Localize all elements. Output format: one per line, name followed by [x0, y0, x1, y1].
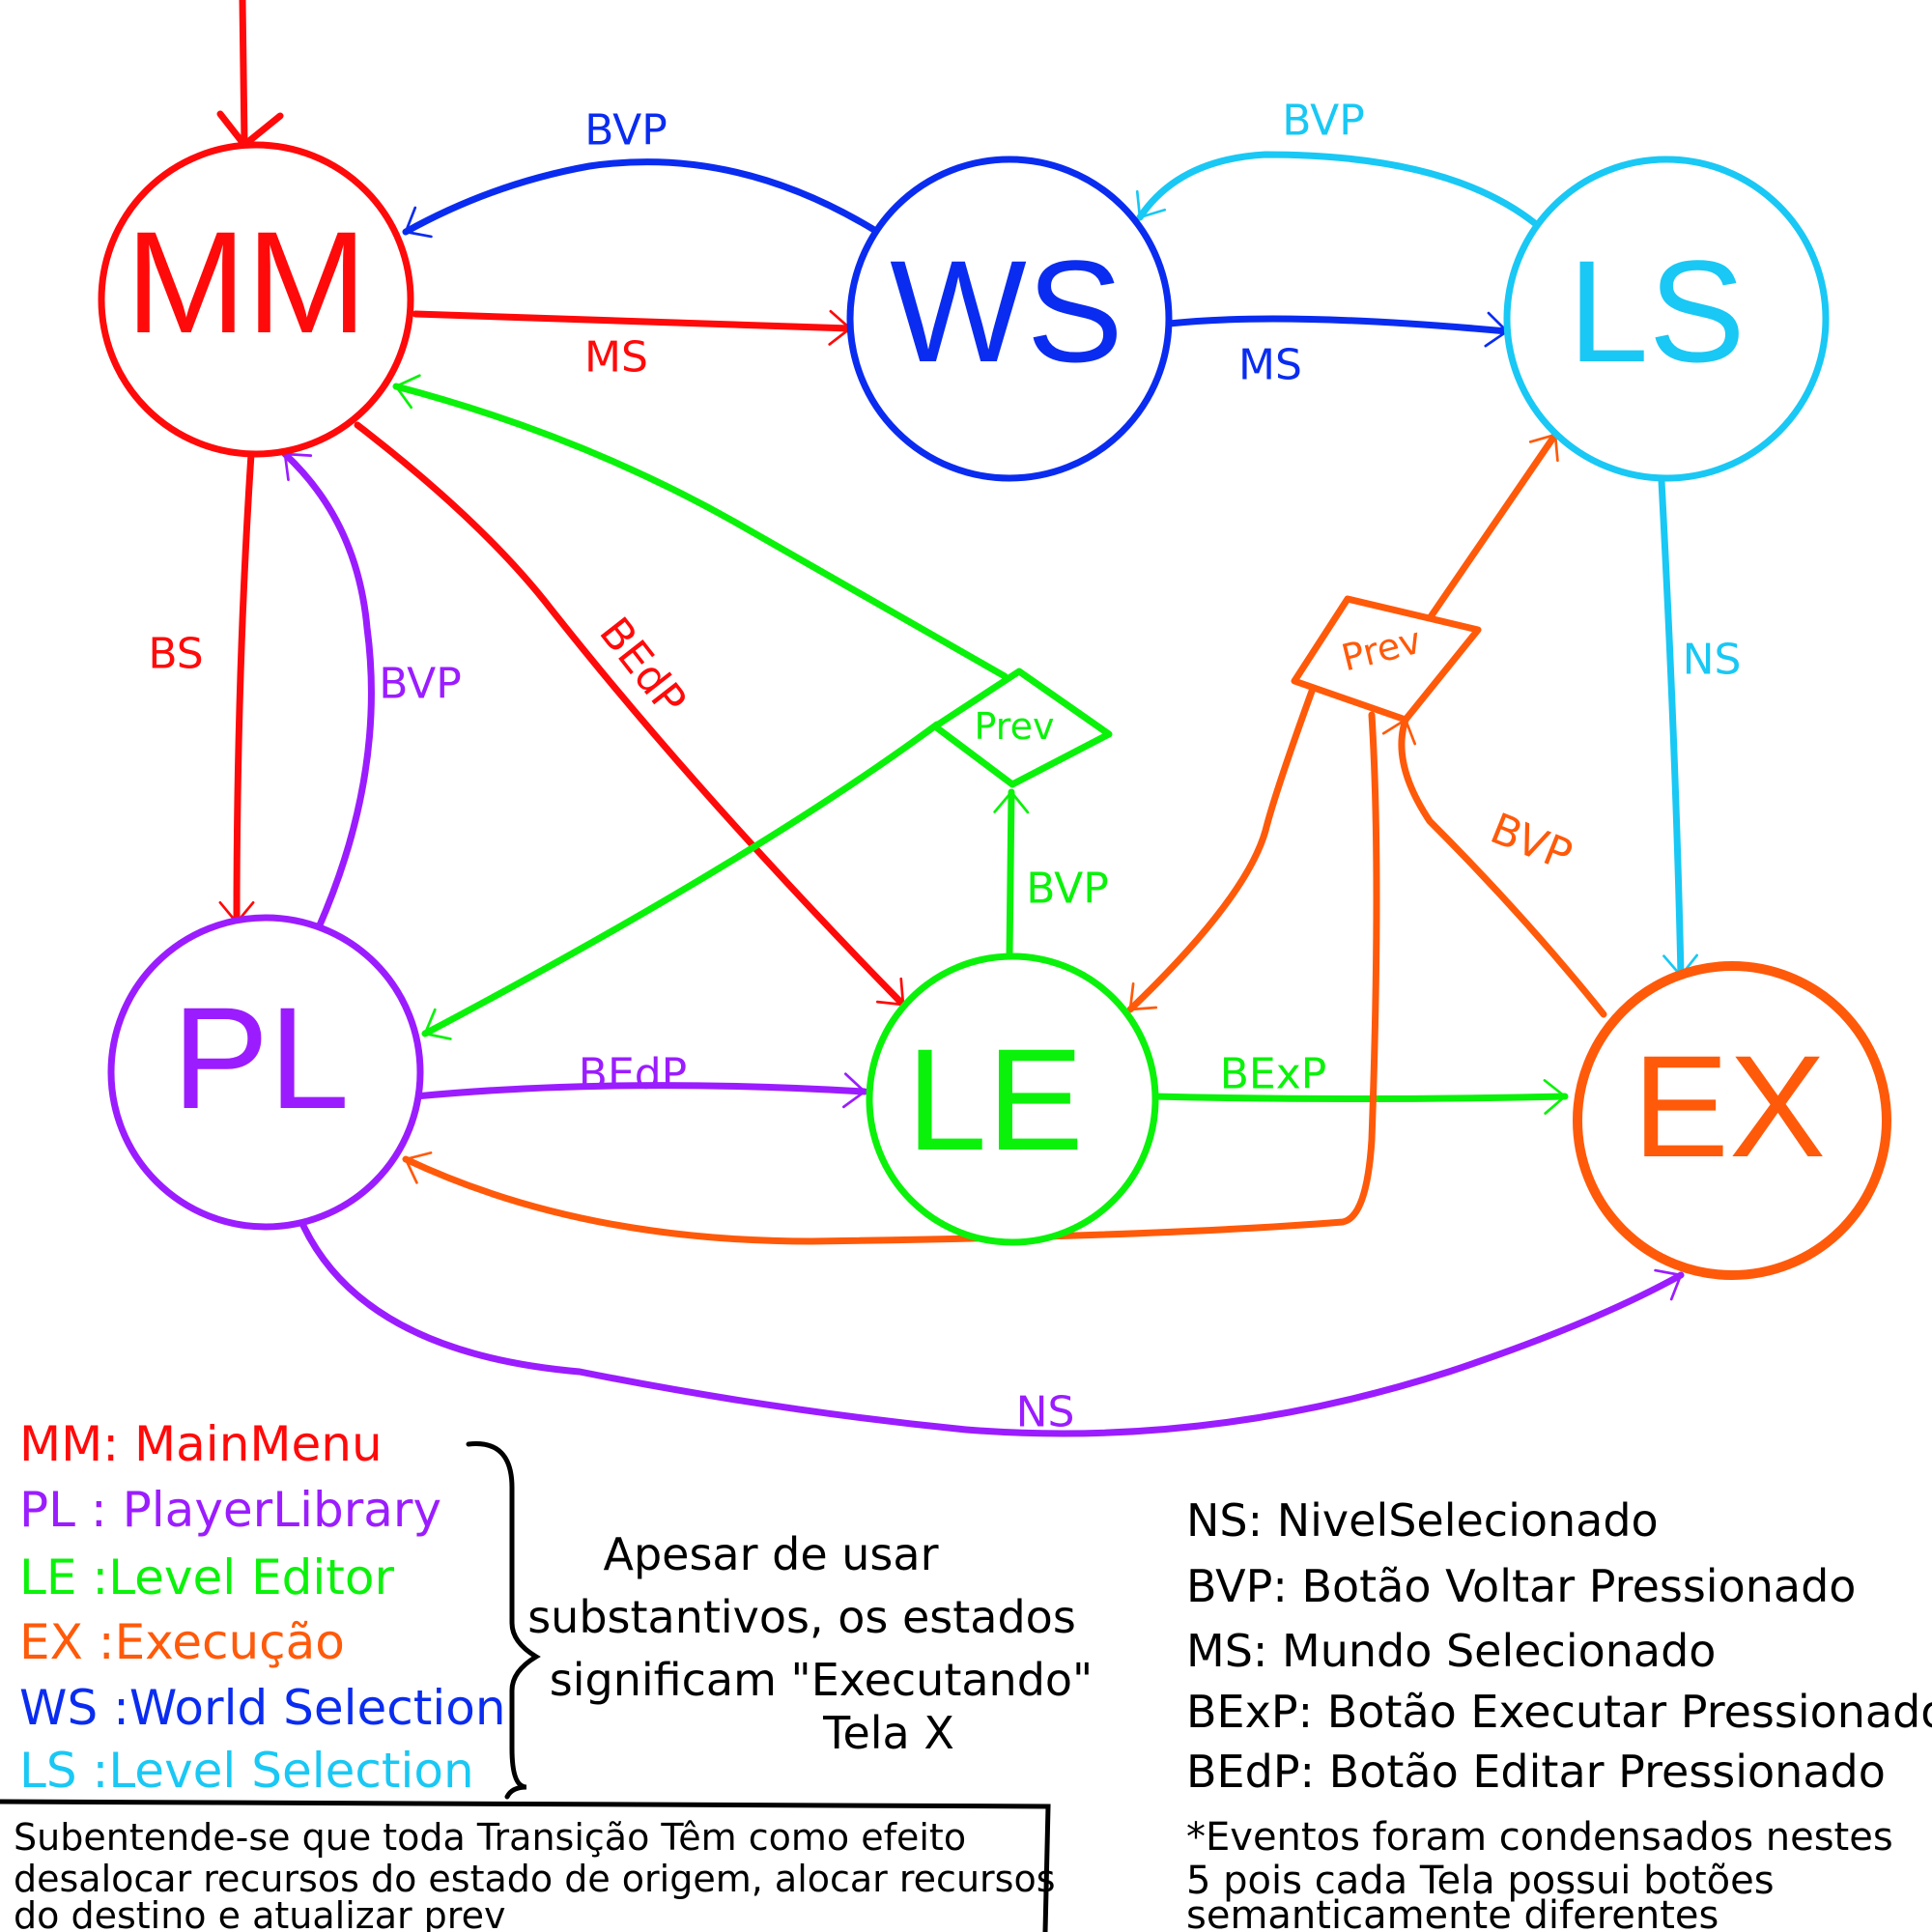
middle-note-line2: substantivos, os estados [527, 1591, 1076, 1643]
label-pl-mm: BVP [379, 660, 461, 709]
edge-oprev-le [1126, 682, 1318, 1013]
edge-pl-le [412, 1072, 868, 1109]
legend-ls: LS :Level Selection [19, 1743, 474, 1799]
prev-node-green [931, 668, 1113, 788]
middle-note-line3: significam "Executando" [550, 1654, 1093, 1706]
def-note3: semanticamente diferentes [1186, 1893, 1719, 1932]
edge-pl-ex [296, 1213, 1685, 1437]
label-le-ex: BExP [1220, 1050, 1327, 1099]
edge-prev-mm [392, 374, 1009, 680]
legend-ws: WS :World Selection [19, 1680, 506, 1736]
edge-mm-le [354, 421, 907, 1009]
node-le-label: LE [906, 1018, 1083, 1180]
edge-ws-ls [1165, 311, 1511, 348]
legend-pl: PL : PlayerLibrary [19, 1482, 441, 1538]
edge-ws-mm [402, 158, 878, 239]
legend-ex: EX :Execução [19, 1614, 345, 1670]
edge-le-prev [993, 788, 1030, 960]
def-bedp: BEdP: Botão Editar Pressionado [1186, 1746, 1886, 1798]
edge-ls-ws [1135, 151, 1540, 228]
legend-mm: MM: MainMenu [19, 1416, 383, 1472]
label-ls-ex: NS [1683, 636, 1742, 685]
def-ms: MS: Mundo Selecionado [1186, 1625, 1716, 1677]
node-ls-label: LS [1568, 230, 1745, 392]
node-ws-circle [846, 156, 1173, 482]
edge-le-ex [1151, 1079, 1569, 1115]
label-mm-ws: MS [584, 333, 648, 383]
def-bexp: BExP: Botão Executar Pressionado [1186, 1686, 1932, 1738]
node-pl-circle [107, 914, 424, 1231]
node-mm: MM [98, 141, 414, 458]
node-ws: WS [846, 156, 1173, 482]
node-pl-label: PL [172, 977, 349, 1139]
node-ex: EX [1573, 961, 1891, 1280]
label-ls-ws: BVP [1282, 97, 1364, 146]
legend: MM: MainMenu PL : PlayerLibrary LE :Leve… [19, 1416, 506, 1799]
def-bvp: BVP: Botão Voltar Pressionado [1186, 1560, 1856, 1612]
label-pl-le: BEdP [579, 1050, 687, 1099]
edge-oprev-pl [402, 711, 1380, 1245]
legend-le: LE :Level Editor [19, 1549, 394, 1605]
node-ex-circle [1573, 961, 1891, 1280]
node-ex-label: EX [1633, 1025, 1826, 1187]
edge-mm-pl [218, 450, 255, 926]
edge-prev-pl [421, 721, 941, 1040]
edge-ls-ex [1658, 477, 1698, 980]
label-mm-pl: BS [148, 630, 203, 679]
label-le-prev: BVP [1026, 865, 1108, 914]
def-ns: NS: NivelSelecionado [1186, 1494, 1659, 1547]
legend-brace [466, 1441, 541, 1800]
node-mm-label: MM [126, 201, 367, 363]
edge-entry-mm [239, 0, 248, 147]
label-pl-ex: NS [1016, 1388, 1075, 1437]
definitions: NS: NivelSelecionado BVP: Botão Voltar P… [1186, 1494, 1932, 1932]
prev-node-orange [1291, 595, 1482, 724]
node-pl: PL [107, 914, 424, 1231]
label-ws-ls: MS [1238, 341, 1302, 390]
node-le-circle [866, 952, 1159, 1246]
box-note-line1: Subentende-se que toda Transição Têm com… [14, 1816, 966, 1859]
box-note-line3: do destino e atualizar prev [14, 1894, 505, 1932]
node-ws-label: WS [890, 230, 1123, 392]
node-mm-circle [98, 141, 414, 458]
middle-note-line1: Apesar de usar [604, 1528, 939, 1580]
box-note-frame [0, 1799, 1051, 1932]
label-mm-le: BEdP [589, 609, 695, 724]
node-ls-circle [1503, 156, 1830, 482]
box-note: Subentende-se que toda Transição Têm com… [0, 1799, 1056, 1932]
box-note-line2: desalocar recursos do estado de origem, … [14, 1858, 1056, 1900]
node-ls: LS [1503, 156, 1830, 482]
edge-mm-ws [412, 309, 854, 346]
def-note2: 5 pois cada Tela possui botões [1186, 1859, 1775, 1903]
edge-pl-mm [281, 450, 375, 931]
edge-oprev-ls [1426, 431, 1559, 622]
middle-note-line4: Tela X [822, 1707, 954, 1759]
edge-entry-mm-head [216, 110, 284, 149]
middle-note: Apesar de usar substantivos, os estados … [527, 1528, 1093, 1759]
edge-ex-oprev [1381, 716, 1607, 1018]
label-ws-mm: BVP [584, 106, 667, 156]
label-ex-prev: BVP [1484, 804, 1578, 880]
prev-label-green: Prev [975, 705, 1055, 748]
def-note1: *Eventos foram condensados nestes [1186, 1815, 1893, 1860]
node-le: LE [866, 952, 1159, 1246]
